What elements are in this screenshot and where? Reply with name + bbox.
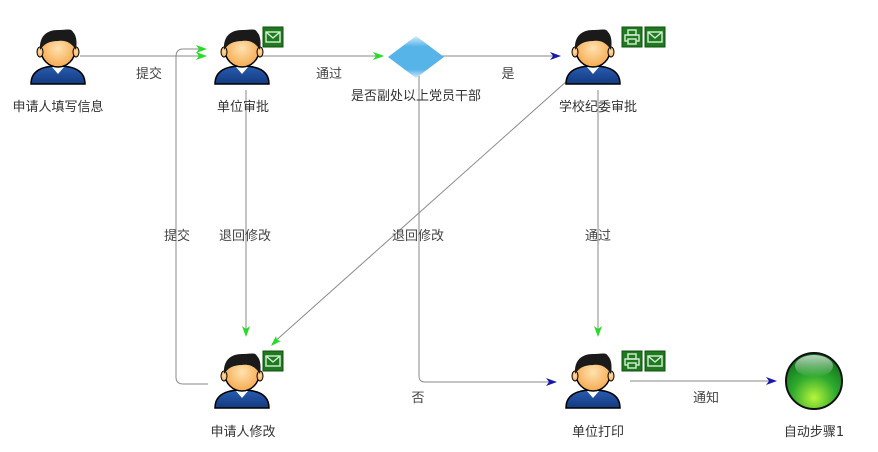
arrow-head [196,45,207,53]
edge-label: 是 [501,67,515,82]
edge-label: 提交 [135,67,163,82]
badges [262,26,666,372]
edge-label: 通知 [692,391,720,406]
node-label: 自动步骤1 [783,425,845,440]
mail-icon[interactable] [644,26,666,48]
edge-label: 通过 [584,229,612,244]
node-applicant-modify-person-icon[interactable] [214,352,270,409]
edge-resubmit-line[interactable] [175,48,208,385]
edge-label: 退回修改 [218,229,272,244]
mail-icon[interactable] [262,350,284,372]
node-label: 单位打印 [571,425,625,440]
node-label: 申请人填写信息 [12,100,104,115]
node-label: 单位审批 [216,100,270,115]
arrow-head [242,326,250,337]
mail-icon[interactable] [262,26,284,48]
arrow-head [766,377,777,385]
node-label: 是否副处以上党员干部 [350,89,482,104]
node-unit-print-person-icon[interactable] [565,352,621,409]
arrow-head [546,378,557,386]
node-unit-approval-person-icon[interactable] [214,28,270,85]
edge-label: 通过 [315,67,343,82]
edge-no-line[interactable] [418,72,556,383]
arrow-head [594,326,602,337]
edge-return2-line[interactable] [271,79,569,345]
node-auto-step-ball-icon[interactable] [785,352,843,410]
mail-icon[interactable] [644,350,666,372]
node-discipline-approval-person-icon[interactable] [565,28,621,85]
node-decision-diamond-icon[interactable] [388,36,444,78]
printer-icon[interactable] [621,350,643,372]
edge-label: 否 [411,391,425,406]
arrow-head [550,52,561,60]
edge-label: 提交 [163,229,191,244]
node-label: 学校纪委审批 [558,100,638,115]
node-applicant-fill-person-icon[interactable] [30,28,86,85]
edge-label: 退回修改 [391,229,445,244]
node-label: 申请人修改 [210,425,276,440]
arrow-head [271,336,281,346]
arrow-head [373,52,384,60]
arrow-head [196,52,207,60]
printer-icon[interactable] [621,26,643,48]
